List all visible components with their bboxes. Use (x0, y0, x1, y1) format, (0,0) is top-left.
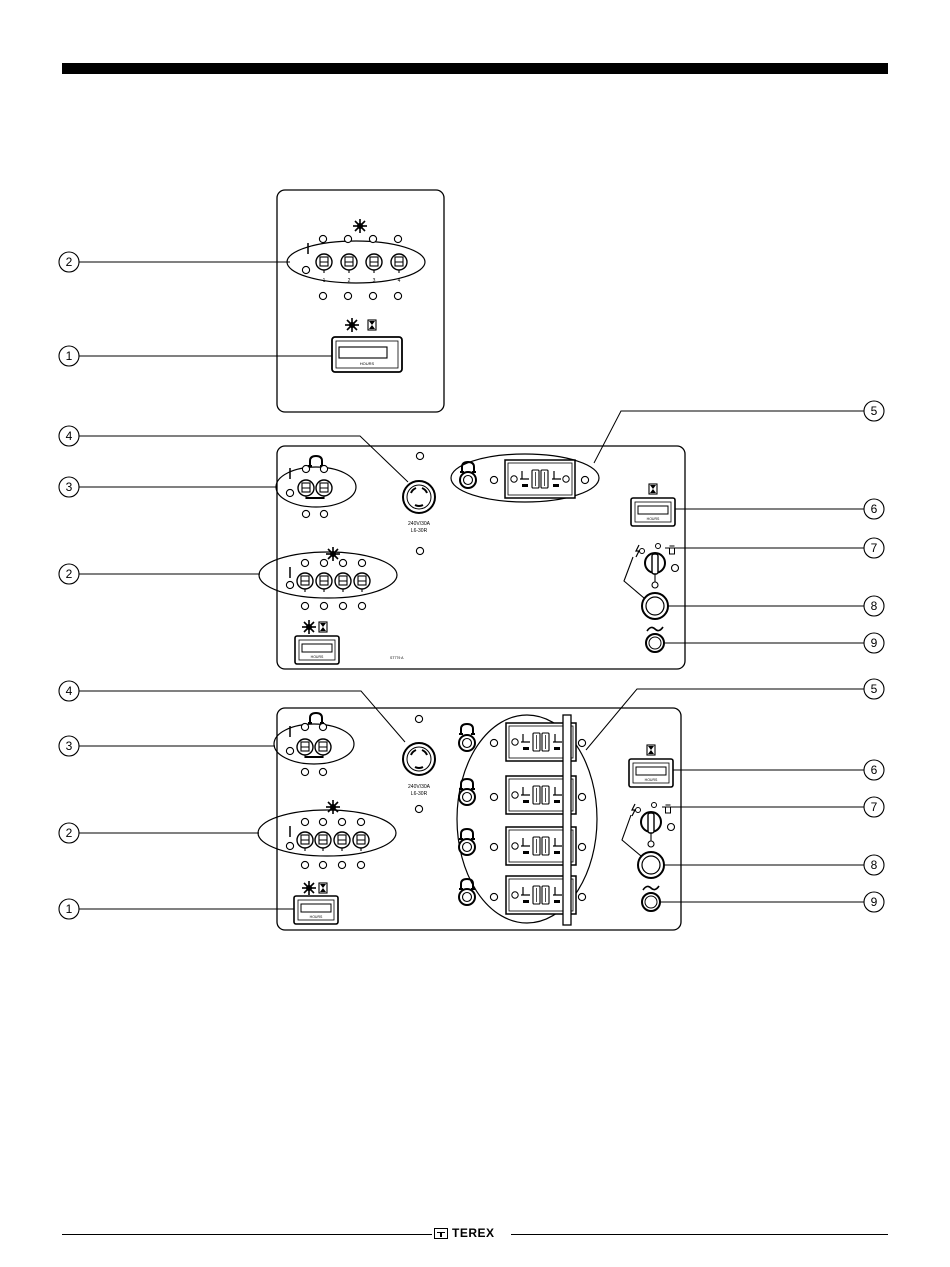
hourmeter-label: HOURS (360, 361, 375, 366)
indicator-lamp (415, 715, 422, 722)
svg-text:2: 2 (66, 255, 73, 269)
start-button[interactable] (638, 852, 664, 878)
hourmeter-label: HOURS (310, 915, 323, 919)
hourglass-icon (647, 745, 655, 755)
svg-text:5: 5 (871, 682, 878, 696)
receptacle-rating: 240V/30A (408, 521, 431, 527)
receptacle-rating: 240V/30A (408, 784, 431, 790)
svg-text:3: 3 (66, 739, 73, 753)
callout-3-panel-c: 3 (59, 736, 79, 756)
footer-brand: TEREX (452, 1226, 495, 1240)
light-icon (326, 547, 340, 561)
indicator-lamp (416, 452, 423, 459)
hourmeter-label: HOURS (311, 655, 324, 659)
panel-c: 240V/30A L6-30R (258, 708, 681, 930)
indicator-lamp (302, 266, 309, 273)
svg-text:2: 2 (66, 567, 73, 581)
svg-text:7: 7 (871, 800, 878, 814)
callout-8-panel-c: 8 (864, 855, 884, 875)
callout-4-panel-b: 4 (59, 426, 79, 446)
indicator-lamp (415, 805, 422, 812)
callout-5-panel-c: 5 (864, 679, 884, 699)
panel-code: ST779 A (390, 656, 404, 660)
callout-6-panel-c: 6 (864, 760, 884, 780)
callout-6-panel-b: 6 (864, 499, 884, 519)
light-icon (326, 800, 340, 814)
callout-9-panel-c: 9 (864, 892, 884, 912)
callout-1-panel-c: 1 (59, 899, 79, 919)
indicator-lamp (416, 547, 423, 554)
gfci-receptacle[interactable] (505, 460, 575, 498)
callout-5-panel-b: 5 (864, 401, 884, 421)
callout-7-panel-b: 7 (864, 538, 884, 558)
svg-text:8: 8 (871, 858, 878, 872)
callout-4-panel-c: 4 (59, 681, 79, 701)
hourmeter: HOURS (332, 337, 402, 372)
svg-text:8: 8 (871, 599, 878, 613)
receptacle-type: L6-30R (411, 528, 428, 534)
receptacle-bar (563, 715, 571, 925)
callout-3-panel-b: 3 (59, 477, 79, 497)
callout-2-panel-a: 2 (59, 252, 79, 272)
outlet-reset-button[interactable] (460, 472, 476, 488)
callout-8-panel-b: 8 (864, 596, 884, 616)
switch-number: 3 (373, 278, 376, 284)
svg-text:6: 6 (871, 502, 878, 516)
hourmeter-label: HOURS (645, 778, 658, 782)
callout-2-panel-c: 2 (59, 823, 79, 843)
hourglass-icon (319, 883, 327, 893)
light-icon (345, 318, 359, 332)
start-button[interactable] (642, 593, 668, 619)
switch-number: 4 (398, 278, 401, 284)
hourglass-icon (319, 622, 327, 632)
svg-text:1: 1 (66, 902, 73, 916)
twist-lock-receptacle[interactable] (403, 743, 435, 775)
svg-text:1: 1 (66, 349, 73, 363)
light-icon (302, 620, 316, 634)
hourmeter: HOURS (295, 636, 339, 664)
svg-text:9: 9 (871, 895, 878, 909)
svg-text:7: 7 (871, 541, 878, 555)
footer-rule-right (511, 1234, 888, 1235)
panel-a: 1 2 3 4 HOURS (277, 190, 444, 412)
svg-text:4: 4 (66, 429, 73, 443)
hourglass-icon (649, 484, 657, 494)
callout-1-panel-a: 1 (59, 346, 79, 366)
switch-number: 2 (348, 278, 351, 284)
svg-text:3: 3 (66, 480, 73, 494)
light-icon (302, 881, 316, 895)
svg-text:4: 4 (66, 684, 73, 698)
svg-text:2: 2 (66, 826, 73, 840)
hourmeter-label: HOURS (647, 517, 660, 521)
hourmeter: HOURS (629, 759, 673, 787)
choke-button[interactable] (646, 634, 664, 652)
twist-lock-receptacle[interactable] (403, 481, 435, 513)
svg-text:5: 5 (871, 404, 878, 418)
callout-9-panel-b: 9 (864, 633, 884, 653)
svg-text:9: 9 (871, 636, 878, 650)
hourmeter: HOURS (294, 896, 338, 924)
callout-7-panel-c: 7 (864, 797, 884, 817)
terex-logo-icon (434, 1228, 448, 1239)
hourmeter: HOURS (631, 498, 675, 526)
light-icon (353, 219, 367, 233)
receptacle-type: L6-30R (411, 791, 428, 797)
svg-text:6: 6 (871, 763, 878, 777)
choke-button[interactable] (642, 893, 660, 911)
callout-2-panel-b: 2 (59, 564, 79, 584)
footer-rule-left (62, 1234, 432, 1235)
hourglass-icon (368, 320, 376, 330)
footer-logo: TEREX (434, 1226, 495, 1240)
switch-number: 1 (323, 278, 326, 284)
panel-b: 240V/30A L6-30R HOURS ST779 A (259, 446, 685, 669)
